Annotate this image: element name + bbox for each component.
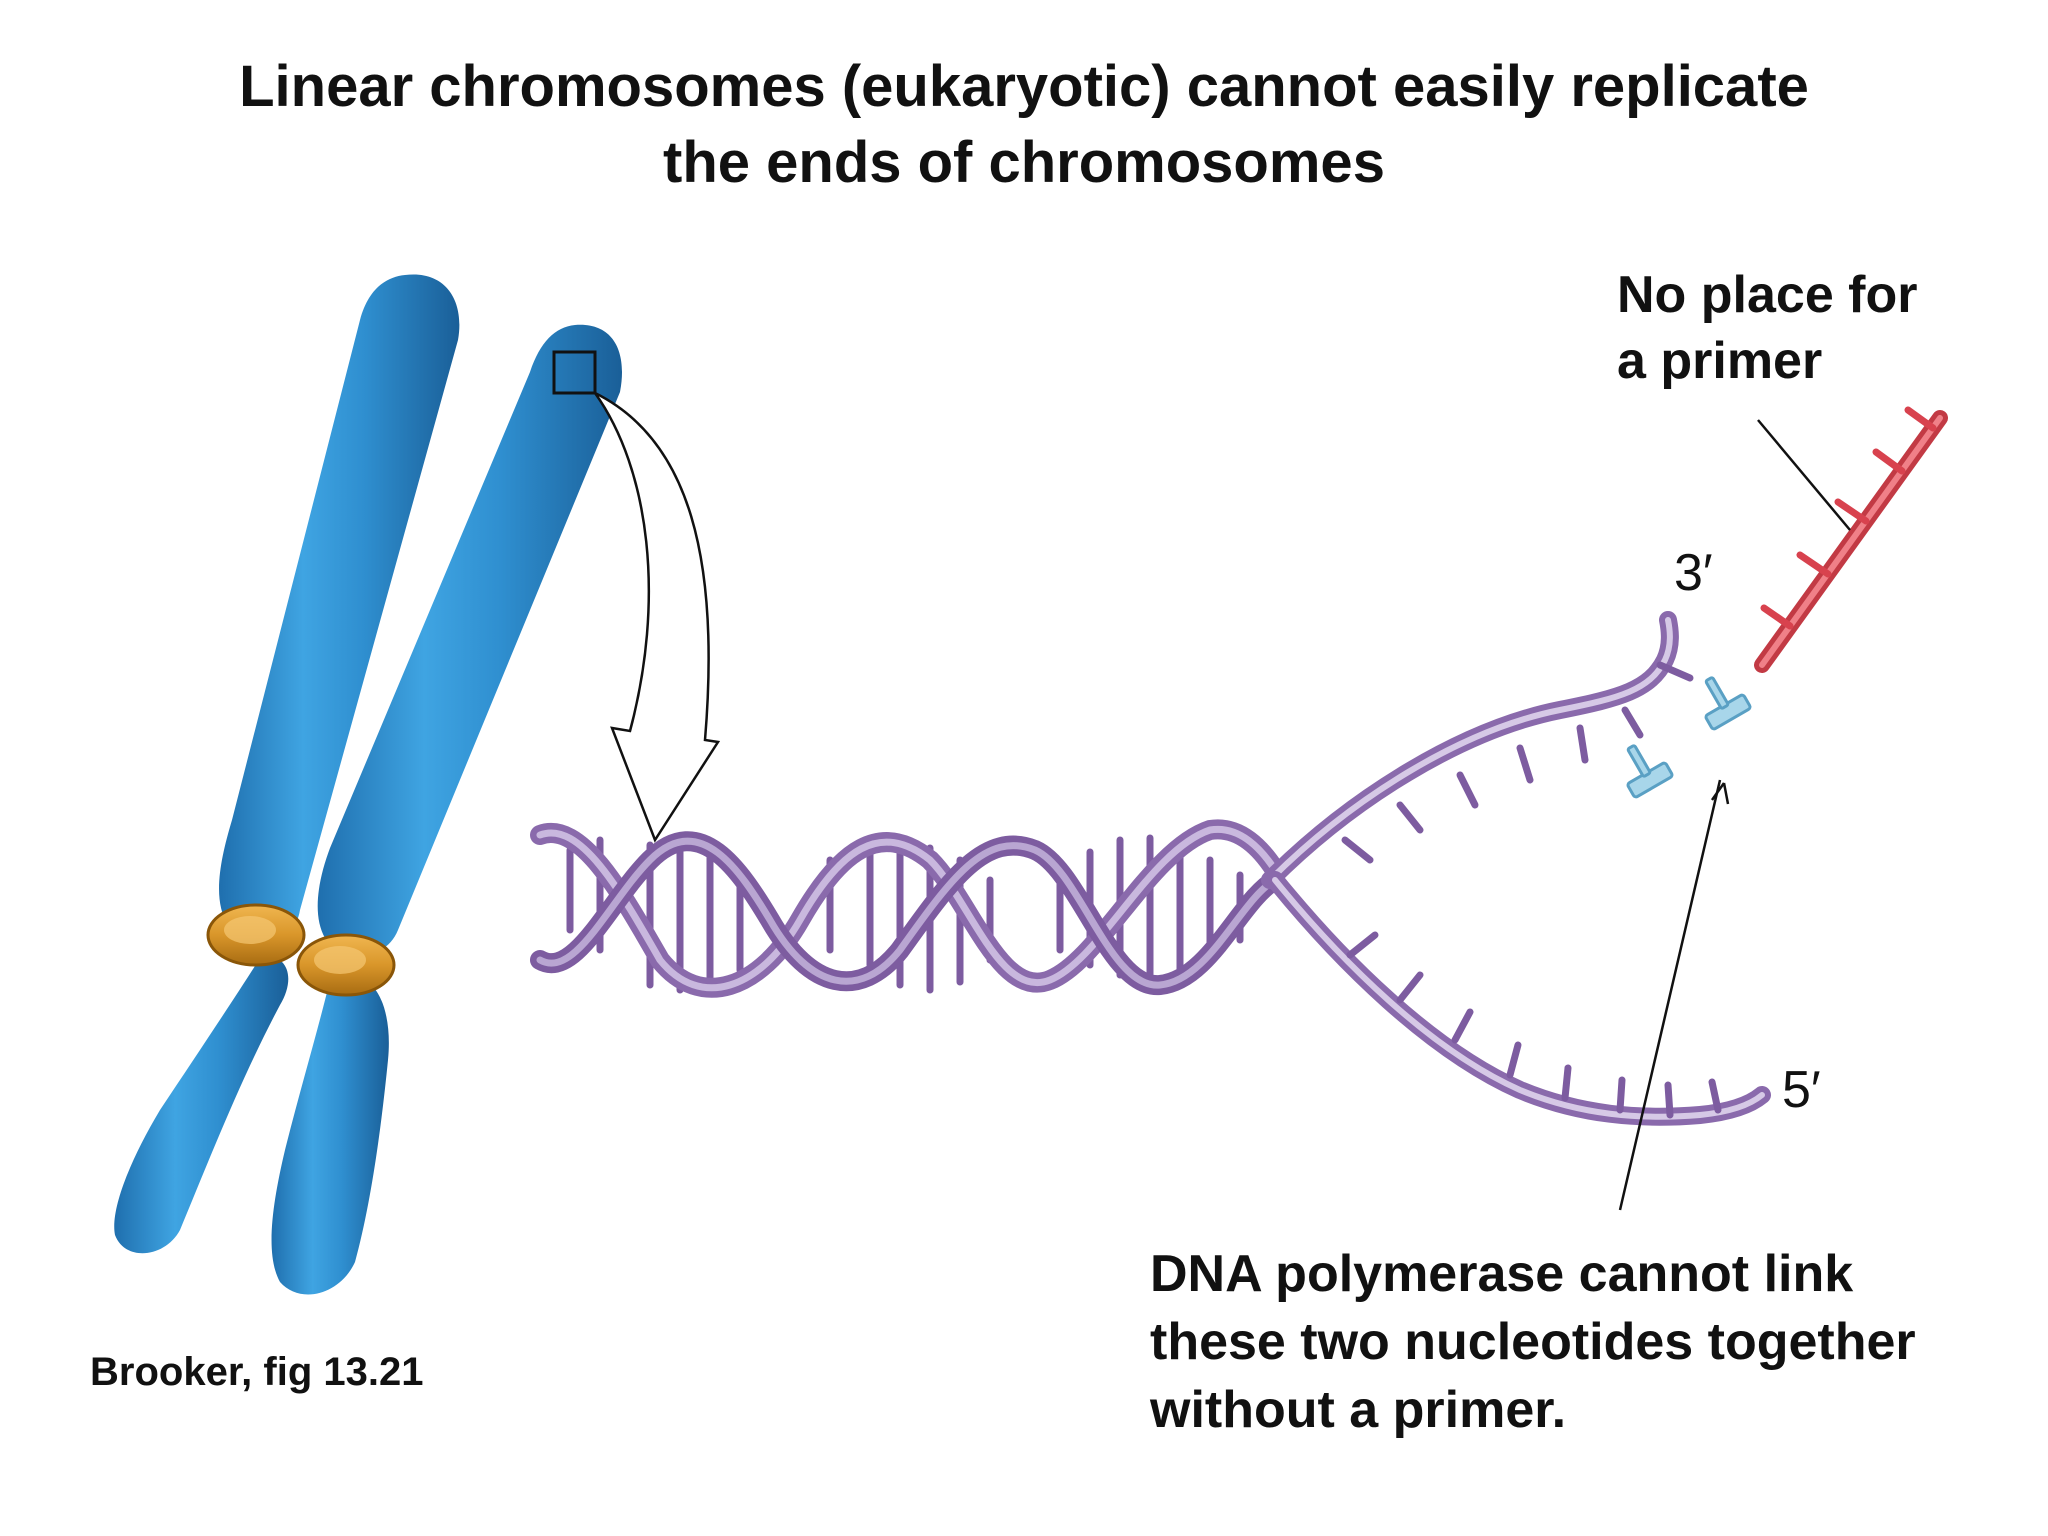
primer-annotation: No place for a primer	[1617, 262, 1918, 394]
polymerase-pointer-arrow	[1618, 779, 1730, 1211]
five-prime-label: 5′	[1782, 1061, 1821, 1119]
polymerase-annotation-line-1: DNA polymerase cannot link	[1150, 1245, 1854, 1303]
magnify-square-icon	[552, 350, 597, 395]
page-title-line-1: Linear chromosomes (eukaryotic) cannot e…	[239, 54, 1809, 119]
primer-annotation-line-2: a primer	[1617, 332, 1823, 390]
primer-pointer-line	[1757, 419, 1851, 531]
zoom-arrow	[593, 391, 721, 843]
three-prime-label: 3′	[1674, 544, 1713, 602]
chromatid-left	[114, 274, 460, 1254]
double-helix-icon	[530, 611, 1771, 1126]
chromatid-right	[271, 324, 623, 1295]
chromosome-pair-icon	[114, 274, 623, 1295]
centromere	[206, 903, 396, 997]
figure-citation: Brooker, fig 13.21	[90, 1350, 424, 1394]
polymerase-annotation-line-3: without a primer.	[1150, 1381, 1567, 1439]
page-title-line-2: the ends of chromosomes	[663, 130, 1385, 195]
free-nucleotides	[1626, 676, 1752, 799]
primer-annotation-line-1: No place for	[1617, 266, 1918, 324]
polymerase-annotation: DNA polymerase cannot link these two nuc…	[1150, 1240, 1916, 1444]
polymerase-annotation-line-2: these two nucleotides together	[1150, 1313, 1916, 1371]
primer-strand	[1754, 406, 1948, 673]
